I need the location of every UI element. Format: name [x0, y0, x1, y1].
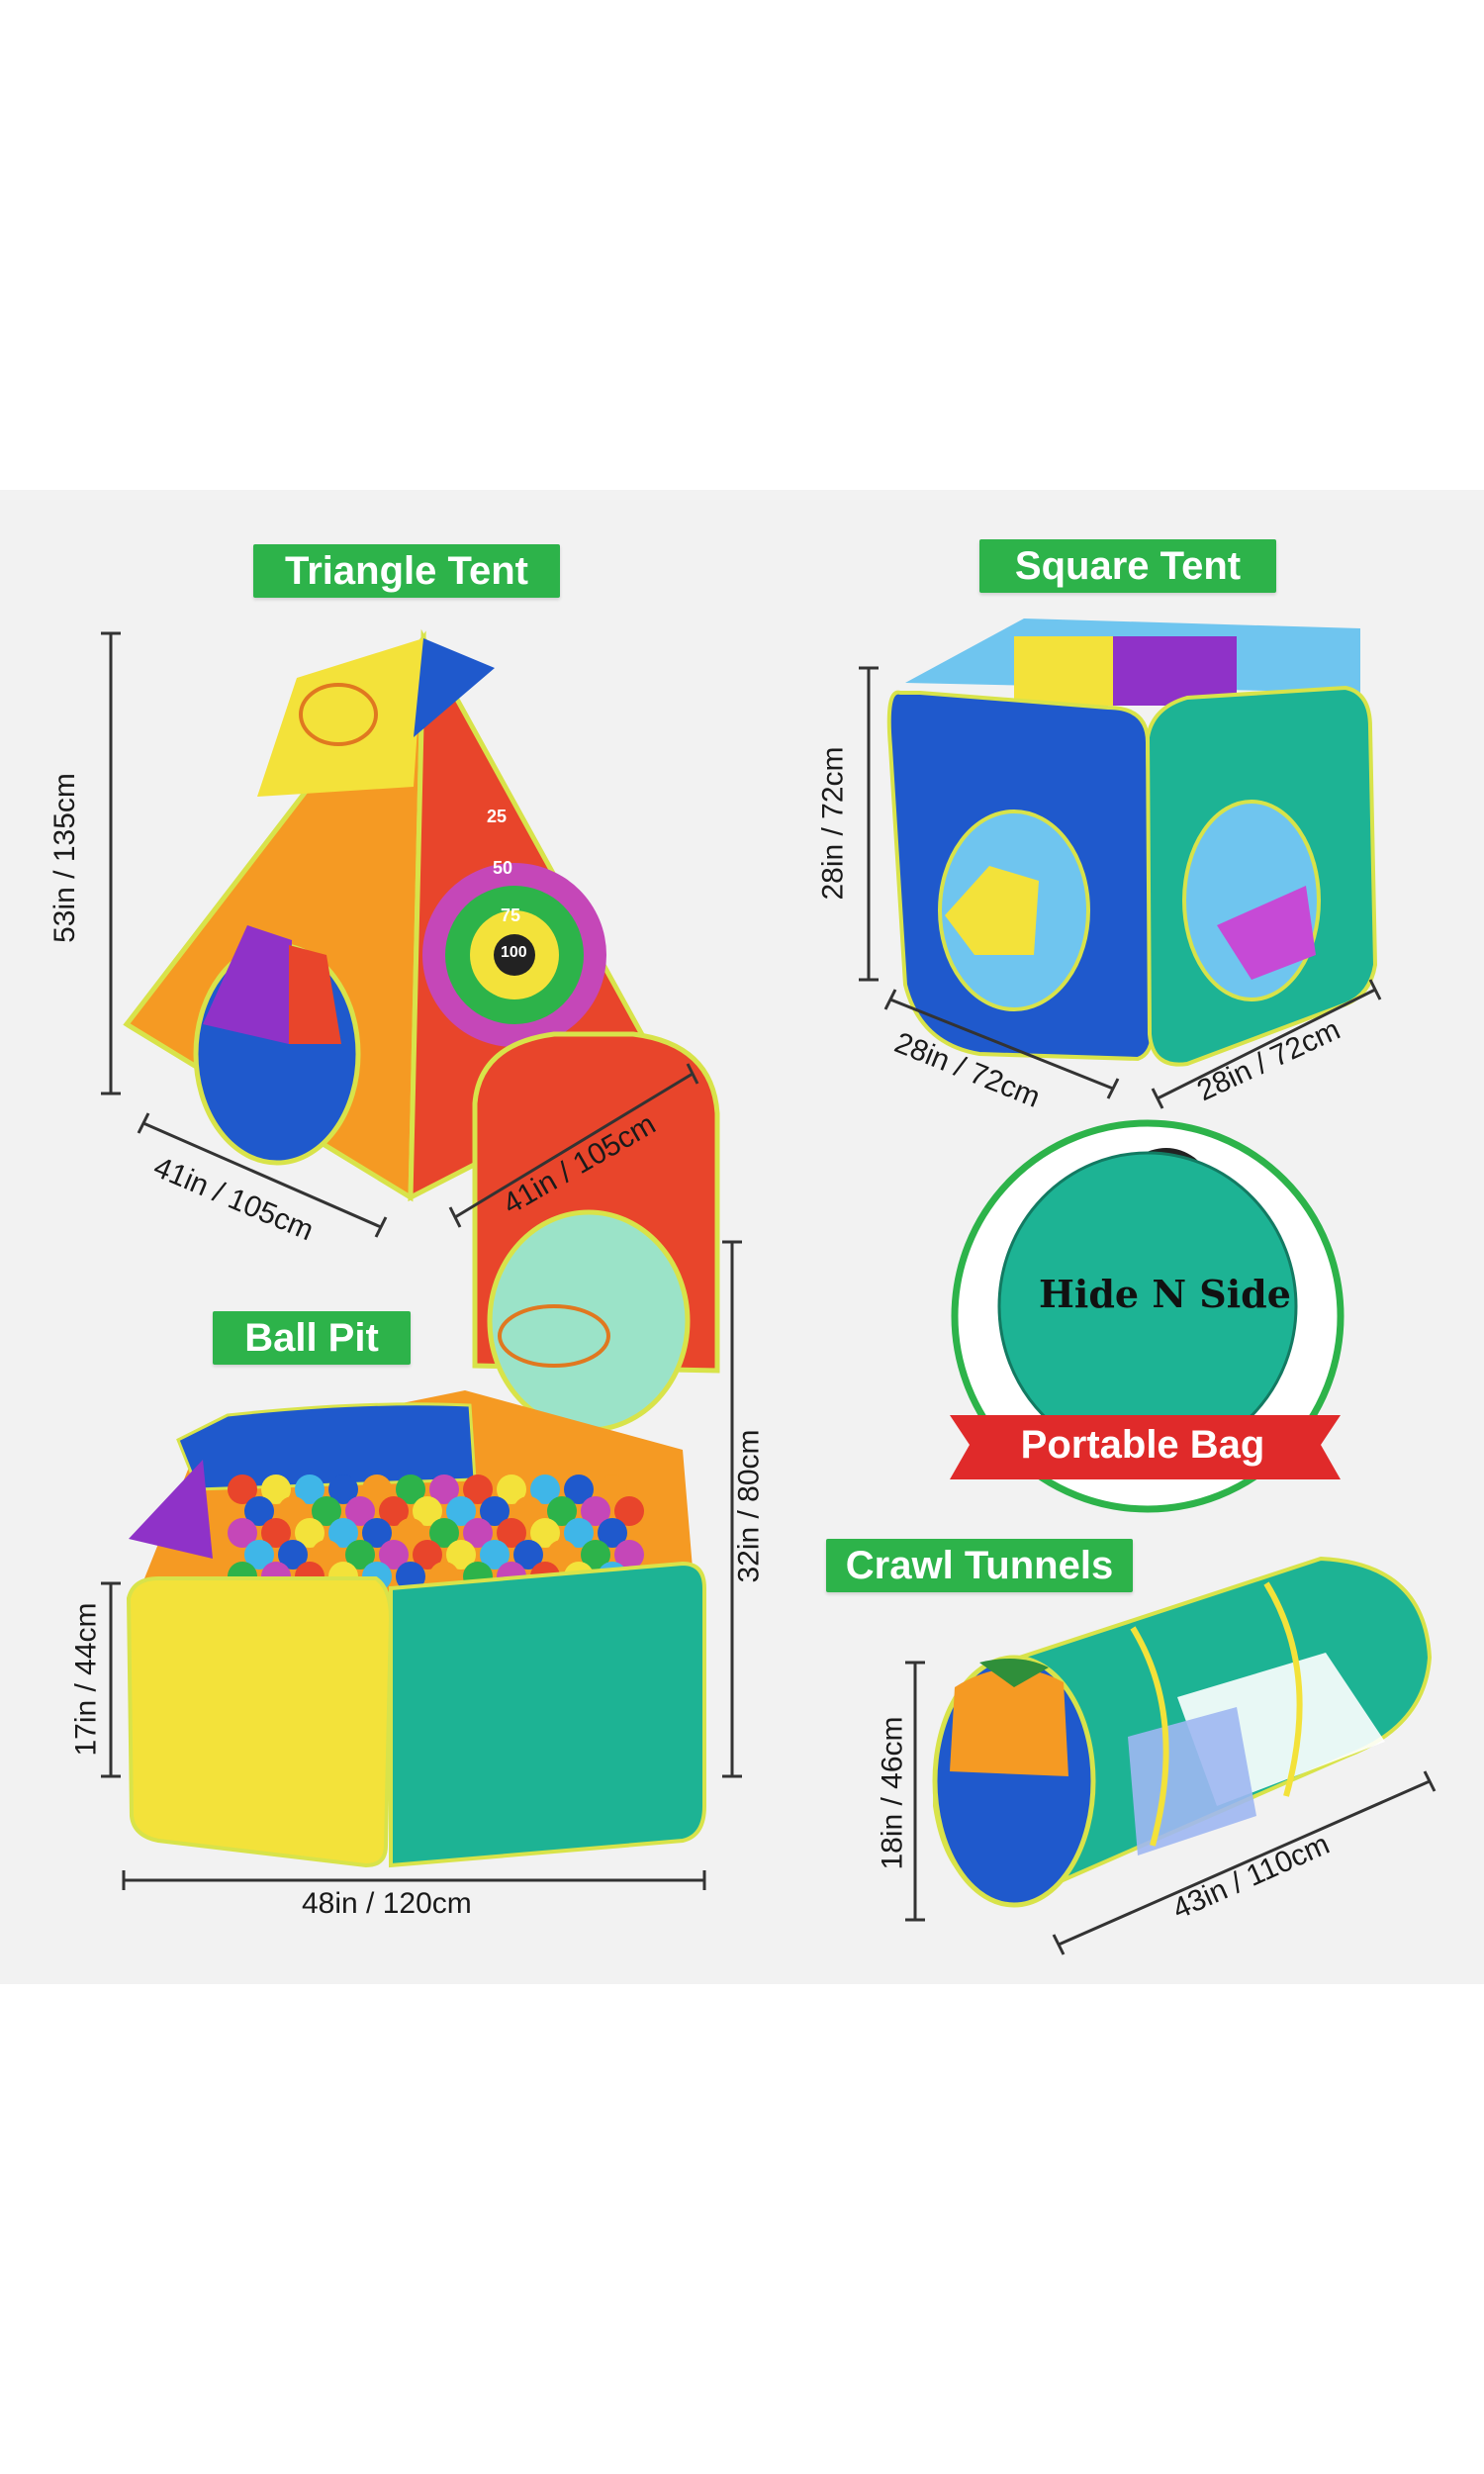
target-number-25: 25	[487, 807, 508, 826]
ball	[497, 1475, 526, 1504]
ball	[295, 1518, 325, 1548]
ball	[429, 1518, 459, 1548]
ball	[530, 1518, 560, 1548]
ball	[413, 1540, 442, 1570]
ball	[598, 1475, 627, 1504]
ball	[463, 1518, 493, 1548]
ballpit-height-dim: 17in / 44cm	[69, 1602, 103, 1757]
ball	[581, 1496, 610, 1526]
ball	[547, 1496, 577, 1526]
ball	[228, 1475, 257, 1504]
ball	[261, 1518, 291, 1548]
bag-brand-text: Hide N Side	[1039, 1272, 1291, 1316]
ball-pit-label: Ball Pit	[213, 1311, 411, 1365]
ball	[244, 1540, 274, 1570]
ball	[396, 1562, 425, 1591]
ball	[244, 1496, 274, 1526]
ball	[396, 1518, 425, 1548]
square-tent	[886, 618, 1378, 1067]
ball	[396, 1475, 425, 1504]
ball	[614, 1496, 644, 1526]
square-height-dim: 28in / 72cm	[816, 746, 850, 901]
ball	[228, 1518, 257, 1548]
ballpit-width-dim: 48in / 120cm	[302, 1887, 472, 1920]
crawl-tunnel	[932, 1556, 1433, 1908]
ball	[598, 1518, 627, 1548]
ball	[614, 1540, 644, 1570]
ball	[564, 1518, 594, 1548]
ball	[530, 1475, 560, 1504]
ball	[581, 1540, 610, 1570]
ball	[413, 1496, 442, 1526]
product-illustration	[101, 618, 1437, 1955]
ball	[312, 1540, 341, 1570]
ball	[379, 1496, 409, 1526]
ball	[312, 1496, 341, 1526]
ball	[564, 1475, 594, 1504]
ball	[480, 1540, 510, 1570]
ball	[345, 1540, 375, 1570]
target-number-50: 50	[493, 858, 513, 878]
triangle-tent	[123, 628, 665, 1202]
tunnel-height-dim: 18in / 46cm	[876, 1716, 909, 1870]
ball	[446, 1496, 476, 1526]
ball	[513, 1496, 543, 1526]
target-number-75: 75	[501, 905, 521, 925]
dimension-lines	[101, 631, 1437, 1955]
ball	[295, 1475, 325, 1504]
ball	[463, 1475, 493, 1504]
ball	[513, 1540, 543, 1570]
portable-bag	[950, 1119, 1345, 1513]
ball	[480, 1496, 510, 1526]
square-tent-label: Square Tent	[979, 539, 1276, 593]
ball	[379, 1540, 409, 1570]
ball	[278, 1496, 308, 1526]
ball	[328, 1475, 358, 1504]
ball	[362, 1518, 392, 1548]
portable-bag-label: Portable Bag	[1020, 1422, 1265, 1467]
ball	[362, 1475, 392, 1504]
ball	[345, 1496, 375, 1526]
triangle-tent-label: Triangle Tent	[253, 544, 560, 598]
ball-pit	[126, 1031, 720, 1868]
triangle-height-dim: 53in / 135cm	[47, 773, 81, 943]
ball	[328, 1518, 358, 1548]
ball	[261, 1475, 291, 1504]
crawl-tunnels-label: Crawl Tunnels	[826, 1539, 1133, 1592]
ball	[446, 1540, 476, 1570]
target-number-100: 100	[501, 944, 527, 961]
ball	[278, 1540, 308, 1570]
ball	[547, 1540, 577, 1570]
ball	[429, 1475, 459, 1504]
dart-target	[422, 863, 606, 1047]
ball	[497, 1518, 526, 1548]
ballpit-total-height-dim: 32in / 80cm	[732, 1429, 766, 1583]
product-panel: Triangle Tent Square Tent Ball Pit Crawl…	[0, 490, 1484, 1984]
